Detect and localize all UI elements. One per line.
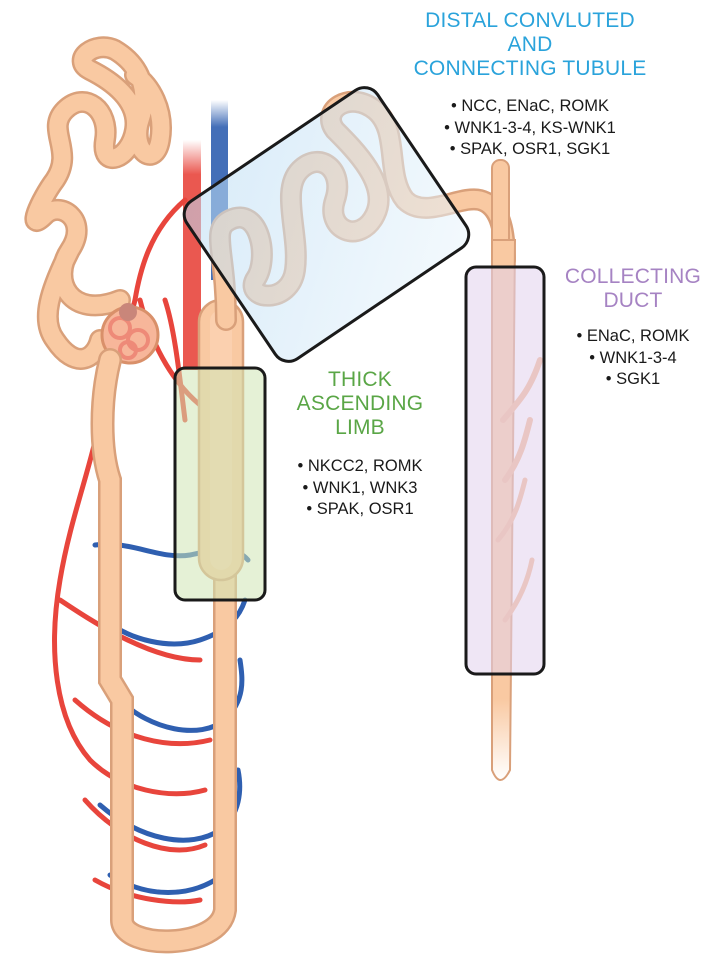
tal-title-line-2: ASCENDING [285,392,435,416]
distal-transporter-item: NCC, ENaC, ROMK [380,96,680,118]
cd-transporter-item: ENaC, ROMK [548,326,715,348]
cd-transporter-list: ENaC, ROMK WNK1-3-4 SGK1 [548,326,715,391]
tal-transporter-item: WNK1, WNK3 [255,478,465,500]
tal-section-title: THICK ASCENDING LIMB [285,368,435,440]
tal-transporter-item: SPAK, OSR1 [255,499,465,521]
cd-title-line-1: COLLECTING [548,265,715,289]
distal-transporter-item: WNK1-3-4, KS-WNK1 [380,118,680,140]
distal-section-title: DISTAL CONVLUTED AND CONNECTING TUBULE [380,9,680,81]
tal-transporter-item: NKCC2, ROMK [255,456,465,478]
tal-transporter-list: NKCC2, ROMK WNK1, WNK3 SPAK, OSR1 [255,456,465,521]
distal-title-line-1: DISTAL CONVLUTED [380,9,680,33]
thick-ascending-limb-box [175,368,265,600]
cd-transporter-item: WNK1-3-4 [548,348,715,370]
distal-transporter-item: SPAK, OSR1, SGK1 [380,139,680,161]
tal-title-line-1: THICK [285,368,435,392]
tal-title-line-3: LIMB [285,416,435,440]
distal-title-line-3: CONNECTING TUBULE [380,57,680,81]
collecting-duct-box [466,267,544,674]
cd-transporter-item: SGK1 [548,369,715,391]
distal-transporter-list: NCC, ENaC, ROMK WNK1-3-4, KS-WNK1 SPAK, … [380,96,680,161]
cd-section-title: COLLECTING DUCT [548,265,715,313]
distal-title-line-2: AND [380,33,680,57]
cd-title-line-2: DUCT [548,289,715,313]
